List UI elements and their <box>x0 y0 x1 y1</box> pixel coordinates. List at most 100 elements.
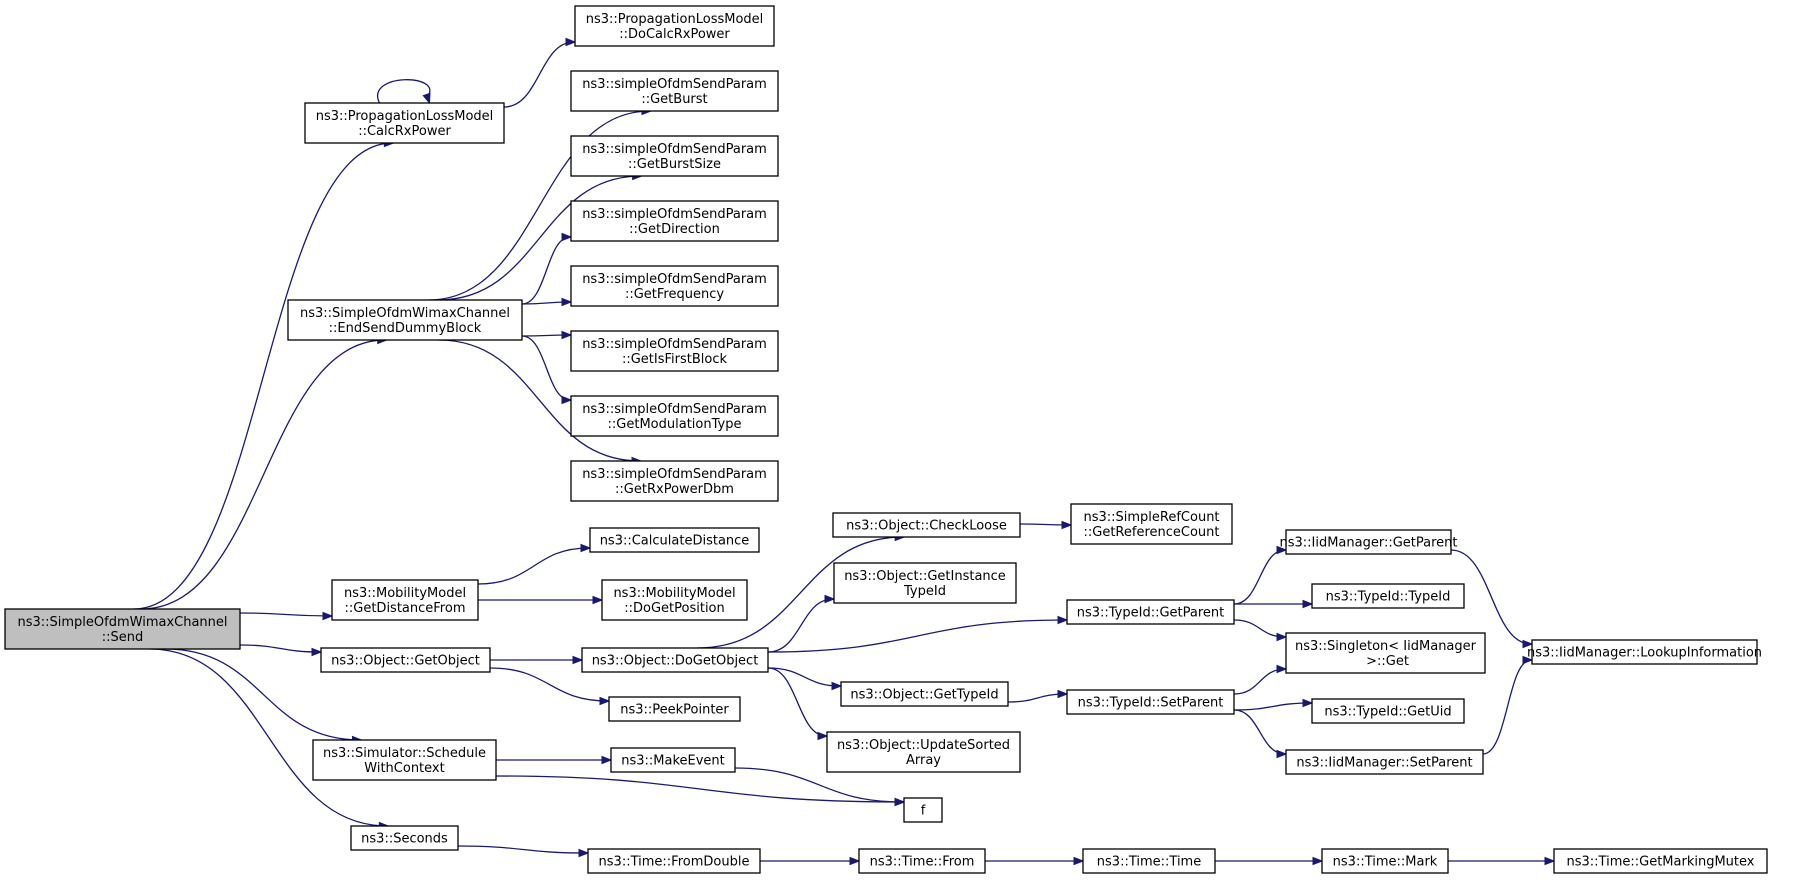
call-edge-do-get-object-to-type-id-get-parent <box>767 615 1069 653</box>
node-box <box>570 460 779 502</box>
node-get-is-first[interactable]: ns3::simpleOfdmSendParam::GetIsFirstBloc… <box>570 330 779 372</box>
node-label: ns3::SimpleOfdmWimaxChannel <box>17 615 227 630</box>
node-get-marking-mutex[interactable]: ns3::Time::GetMarkingMutex <box>1553 848 1768 874</box>
node-label: ::GetBurst <box>641 92 707 107</box>
node-iid-get-parent[interactable]: ns3::IidManager::GetParent <box>1279 529 1458 555</box>
node-get-burst-size[interactable]: ns3::simpleOfdmSendParam::GetBurstSize <box>570 135 779 177</box>
node-box <box>1311 698 1465 724</box>
call-edge-get-object-to-peek-pointer <box>489 667 611 706</box>
node-get-burst[interactable]: ns3::simpleOfdmSendParam::GetBurst <box>570 70 779 112</box>
node-calc-distance[interactable]: ns3::CalculateDistance <box>589 527 760 553</box>
node-get-direction[interactable]: ns3::simpleOfdmSendParam::GetDirection <box>570 200 779 242</box>
call-edge-end-send-to-get-modulation <box>521 335 573 405</box>
node-seconds[interactable]: ns3::Seconds <box>350 825 459 851</box>
node-label: ns3::IidManager::SetParent <box>1296 756 1472 771</box>
node-send[interactable]: ns3::SimpleOfdmWimaxChannel::Send <box>4 608 241 650</box>
node-label: ns3::SimpleOfdmWimaxChannel <box>300 306 510 321</box>
node-label: ns3::MobilityModel <box>344 586 466 601</box>
node-time-from[interactable]: ns3::Time::From <box>858 848 986 874</box>
call-graph-nodes: ns3::SimpleOfdmWimaxChannel::Send ns3::Pr… <box>4 5 1768 874</box>
node-label: ns3::simpleOfdmSendParam <box>582 272 767 287</box>
node-box <box>1531 639 1758 665</box>
call-edge-from-double-to-time-from <box>760 856 861 866</box>
node-label: ::GetIsFirstBlock <box>622 352 728 367</box>
call-edge-calc-rx-to-calc-rx <box>376 79 431 105</box>
node-label: Array <box>906 753 941 768</box>
node-do-calc-rx[interactable]: ns3::PropagationLossModel::DoCalcRxPower <box>574 5 775 47</box>
call-edge-send-to-get-object <box>239 644 323 657</box>
node-type-id-type-id[interactable]: ns3::TypeId::TypeId <box>1311 583 1465 609</box>
node-box <box>581 647 769 673</box>
call-edge-send-to-calc-rx <box>133 138 395 610</box>
node-label: ns3::simpleOfdmSendParam <box>582 467 767 482</box>
node-get-frequency[interactable]: ns3::simpleOfdmSendParam::GetFrequency <box>570 265 779 307</box>
node-label: ns3::PropagationLossModel <box>586 12 764 27</box>
node-label: ::DoCalcRxPower <box>619 27 730 42</box>
node-make-event[interactable]: ns3::MakeEvent <box>610 747 736 773</box>
node-box <box>287 299 523 341</box>
node-f[interactable]: f <box>903 797 943 823</box>
node-label: ns3::Object::GetObject <box>331 654 480 669</box>
call-edge-type-id-set-parent-to-singleton-get <box>1233 664 1288 695</box>
node-obj-get-type-id[interactable]: ns3::Object::GetTypeId <box>840 681 1009 707</box>
node-get-object[interactable]: ns3::Object::GetObject <box>320 647 491 673</box>
node-peek-pointer[interactable]: ns3::PeekPointer <box>608 696 741 722</box>
node-box <box>304 102 505 144</box>
node-label: ns3::simpleOfdmSendParam <box>582 337 767 352</box>
node-box <box>1553 848 1768 874</box>
node-box <box>570 395 779 437</box>
node-get-distance[interactable]: ns3::MobilityModel::GetDistanceFrom <box>331 579 479 621</box>
node-iid-set-parent[interactable]: ns3::IidManager::SetParent <box>1285 749 1484 775</box>
node-label: ns3::PeekPointer <box>620 703 729 718</box>
node-label: ns3::Object::GetInstance <box>844 569 1006 584</box>
node-end-send[interactable]: ns3::SimpleOfdmWimaxChannel::EndSendDumm… <box>287 299 523 341</box>
node-box <box>840 681 1009 707</box>
node-calc-rx[interactable]: ns3::PropagationLossModel::CalcRxPower <box>304 102 505 144</box>
call-edge-end-send-to-get-is-first <box>521 330 573 340</box>
node-label: ns3::Object::DoGetObject <box>592 654 759 669</box>
node-box <box>610 747 736 773</box>
node-get-modulation[interactable]: ns3::simpleOfdmSendParam::GetModulationT… <box>570 395 779 437</box>
call-edge-get-distance-to-do-get-position <box>477 595 604 605</box>
node-label: ns3::CalculateDistance <box>600 534 750 549</box>
node-time-time[interactable]: ns3::Time::Time <box>1082 848 1216 874</box>
node-lookup-info[interactable]: ns3::IidManager::LookupInformation <box>1527 639 1762 665</box>
node-box <box>903 797 943 823</box>
node-type-id-get-parent[interactable]: ns3::TypeId::GetParent <box>1066 599 1235 625</box>
node-label: ns3::SimpleRefCount <box>1083 510 1219 525</box>
call-edge-send-to-get-distance <box>239 611 334 621</box>
node-label: ns3::IidManager::LookupInformation <box>1527 646 1762 661</box>
node-check-loose[interactable]: ns3::Object::CheckLoose <box>832 512 1021 538</box>
node-time-mark[interactable]: ns3::Time::Mark <box>1321 848 1449 874</box>
node-label: ns3::TypeId::TypeId <box>1326 590 1451 605</box>
node-box <box>1070 503 1233 545</box>
node-do-get-position[interactable]: ns3::MobilityModel::DoGetPosition <box>601 579 748 621</box>
call-edge-end-send-to-get-frequency <box>521 297 573 307</box>
node-label: ns3::Object::GetTypeId <box>850 688 998 703</box>
node-box <box>574 5 775 47</box>
node-label: ns3::Time::Time <box>1097 855 1201 870</box>
node-type-id-get-uid[interactable]: ns3::TypeId::GetUid <box>1311 698 1465 724</box>
node-box <box>601 579 748 621</box>
node-type-id-set-parent[interactable]: ns3::TypeId::SetParent <box>1066 689 1235 715</box>
node-from-double[interactable]: ns3::Time::FromDouble <box>587 848 761 874</box>
node-label: ns3::simpleOfdmSendParam <box>582 402 767 417</box>
call-edge-check-loose-to-get-ref-count <box>1019 520 1073 530</box>
node-label: WithContext <box>364 761 444 776</box>
call-edge-make-event-to-f <box>734 767 906 807</box>
node-do-get-object[interactable]: ns3::Object::DoGetObject <box>581 647 769 673</box>
node-box <box>320 647 491 673</box>
call-edge-send-to-end-send <box>140 335 389 610</box>
node-singleton-get[interactable]: ns3::Singleton< IidManager >::Get <box>1285 632 1486 674</box>
call-edge-time-from-to-time-time <box>985 856 1085 866</box>
node-get-ref-count[interactable]: ns3::SimpleRefCount::GetReferenceCount <box>1070 503 1233 545</box>
call-graph-edges <box>133 37 1556 866</box>
node-box <box>1082 848 1216 874</box>
node-get-rx-power[interactable]: ns3::simpleOfdmSendParam::GetRxPowerDbm <box>570 460 779 502</box>
node-box <box>570 265 779 307</box>
call-edge-end-send-to-get-direction <box>521 232 573 305</box>
